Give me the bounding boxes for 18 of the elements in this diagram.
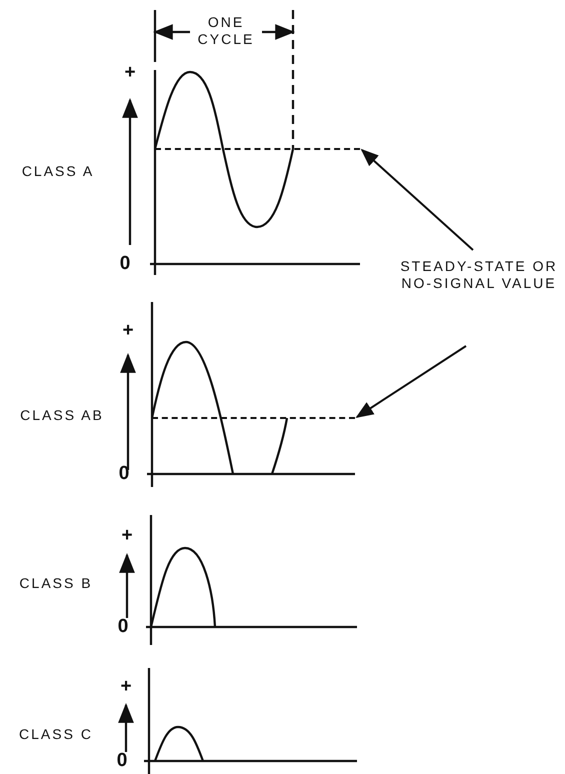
class-label: CLASS A <box>20 163 96 180</box>
plus-sign: + <box>120 527 134 544</box>
class-label: CLASS C <box>18 726 94 743</box>
zero-label: 0 <box>116 752 128 769</box>
leader-line <box>360 148 474 251</box>
class-label: CLASS AB <box>19 407 105 424</box>
zero-label: 0 <box>116 618 130 635</box>
dashed-line <box>155 148 360 150</box>
dimension-label: ONE CYCLE <box>196 14 256 48</box>
zero-label: 0 <box>118 465 130 482</box>
dashed-line <box>152 417 355 419</box>
plus-sign: + <box>123 64 137 81</box>
leader-line <box>356 345 467 418</box>
plus-sign: + <box>121 322 135 339</box>
callout-text: STEADY-STATE OR NO-SIGNAL VALUE <box>399 258 559 292</box>
class-label: CLASS B <box>18 575 94 592</box>
plus-sign: + <box>119 678 133 695</box>
zero-label: 0 <box>118 255 132 272</box>
